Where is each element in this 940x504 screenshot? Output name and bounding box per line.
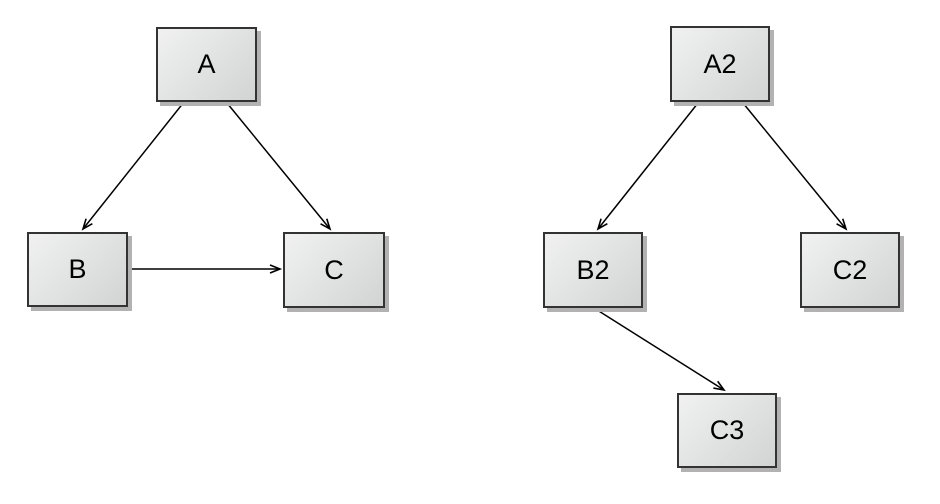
- node-label-b: B: [68, 254, 87, 284]
- node-c3[interactable]: C3: [677, 393, 777, 468]
- node-a[interactable]: A: [156, 27, 257, 102]
- node-label-c3: C3: [709, 415, 745, 445]
- node-label-a2: A2: [703, 48, 737, 79]
- node-c2[interactable]: C2: [800, 232, 900, 308]
- node-label-c2: C2: [832, 254, 868, 285]
- node-label-c: C: [324, 254, 344, 285]
- node-a2[interactable]: A2: [670, 26, 770, 102]
- node-b2[interactable]: B2: [543, 232, 643, 308]
- node-label-b2: B2: [576, 254, 610, 285]
- edge-a-c: [226, 102, 332, 231]
- node-b[interactable]: B: [27, 232, 128, 307]
- edge-b2-c3: [593, 307, 726, 392]
- node-label-a: A: [197, 49, 216, 79]
- edge-a-b: [81, 101, 185, 231]
- node-c[interactable]: C: [283, 232, 385, 308]
- edge-a2-b2: [596, 102, 699, 231]
- edge-a2-c2: [742, 102, 848, 231]
